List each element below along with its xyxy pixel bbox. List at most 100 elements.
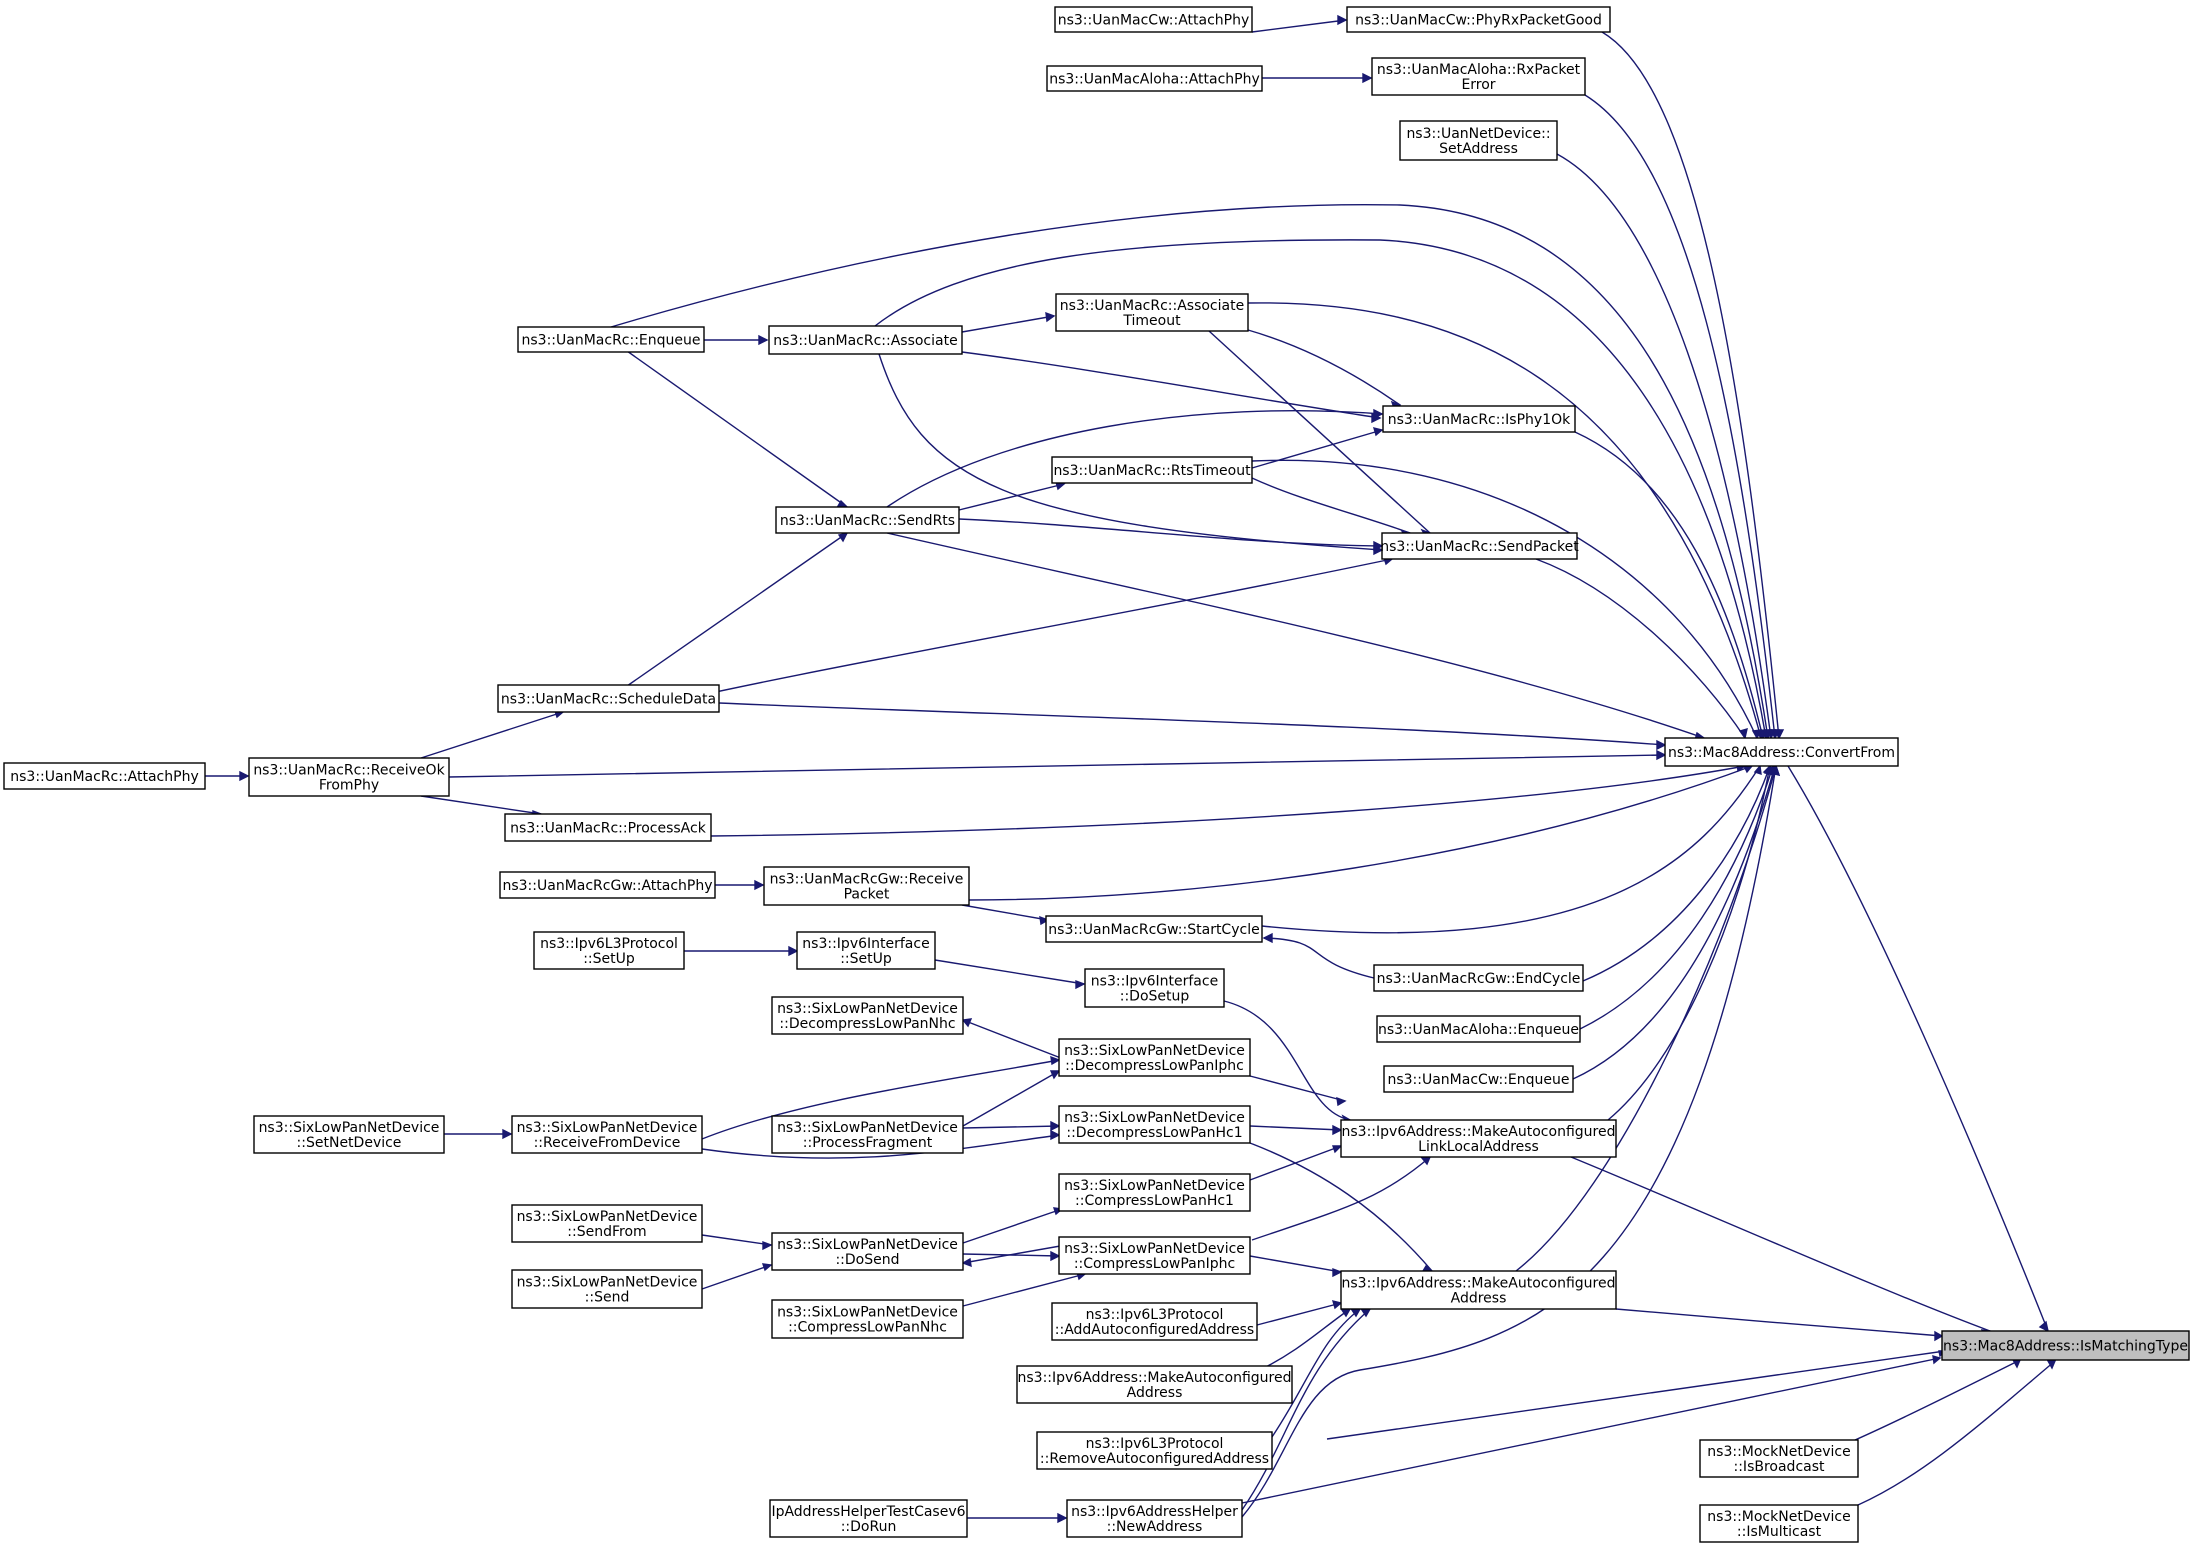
node-label: ns3::SixLowPanNetDevice <box>517 1209 698 1225</box>
node-alattach[interactable]: ns3::UanMacAloha::AttachPhy <box>1046 65 1263 92</box>
node-setnd[interactable]: ns3::SixLowPanNetDevice::SetNetDevice <box>253 1115 445 1154</box>
edge-line <box>968 765 1753 901</box>
node-box <box>1371 57 1586 96</box>
node-box <box>1054 6 1253 33</box>
node-gwend[interactable]: ns3::UanMacRcGw::EndCycle <box>1373 964 1584 992</box>
node-label: ns3::Ipv6Address::MakeAutoconfigured <box>1018 1370 1292 1386</box>
edge-line <box>710 765 1746 837</box>
node-label: ::ReceiveFromDevice <box>534 1135 681 1151</box>
edge-arrowhead <box>239 770 250 782</box>
node-label: ns3::Ipv6Interface <box>1091 974 1218 990</box>
node-label: ::SetNetDevice <box>297 1135 402 1151</box>
call-edge <box>1615 1308 1944 1342</box>
node-isphy[interactable]: ns3::UanMacRc::IsPhy1Ok <box>1382 405 1576 433</box>
node-sendfrom[interactable]: ns3::SixLowPanNetDevice::SendFrom <box>511 1204 703 1243</box>
edge-line <box>1607 765 1771 1121</box>
edge-arrowhead <box>1050 1250 1061 1262</box>
node-nd[interactable]: ns3::UanNetDevice::SetAddress <box>1399 120 1558 161</box>
edge-arrowhead <box>788 945 799 957</box>
node-rtst[interactable]: ns3::UanMacRc::RtsTimeout <box>1051 456 1253 484</box>
call-edge <box>1208 330 1431 541</box>
edge-line <box>1259 1308 1351 1371</box>
node-gwstart[interactable]: ns3::UanMacRcGw::StartCycle <box>1045 915 1263 943</box>
node-enq[interactable]: ns3::UanMacRc::Enqueue <box>517 326 705 353</box>
node-dosend[interactable]: ns3::SixLowPanNetDevice::DoSend <box>771 1232 964 1271</box>
node-recvdev[interactable]: ns3::SixLowPanNetDevice::ReceiveFromDevi… <box>511 1115 703 1154</box>
node-addauto[interactable]: ns3::Ipv6L3Protocol::AddAutoconfiguredAd… <box>1051 1302 1258 1341</box>
node-ifsetup[interactable]: ns3::Ipv6Interface::SetUp <box>796 931 936 970</box>
node-send[interactable]: ns3::SixLowPanNetDevice::Send <box>511 1269 703 1309</box>
node-procack[interactable]: ns3::UanMacRc::ProcessAck <box>504 813 712 842</box>
call-edge <box>934 959 1086 990</box>
edge-line <box>878 353 1383 551</box>
node-box <box>796 931 936 970</box>
call-edge <box>1259 1308 1352 1371</box>
node-mkauto[interactable]: ns3::Ipv6Address::MakeAutoconfiguredAddr… <box>1340 1270 1617 1310</box>
node-cwphyrx[interactable]: ns3::UanMacCw::PhyRxPacketGood <box>1346 6 1611 33</box>
edge-arrowhead <box>1050 1120 1061 1132</box>
node-cwattach[interactable]: ns3::UanMacCw::AttachPhy <box>1054 6 1253 33</box>
node-box <box>775 506 960 534</box>
node-alenq[interactable]: ns3::UanMacAloha::Enqueue <box>1376 1015 1581 1043</box>
call-edge <box>701 1263 773 1290</box>
edge-line <box>718 702 1666 746</box>
edge-line <box>420 711 564 759</box>
node-ifdosetup[interactable]: ns3::Ipv6Interface::DoSetup <box>1084 968 1225 1008</box>
node-label: ns3::SixLowPanNetDevice <box>1064 1043 1245 1059</box>
node-newaddr[interactable]: ns3::Ipv6AddressHelper::NewAddress <box>1066 1499 1243 1538</box>
node-compnhc[interactable]: ns3::SixLowPanNetDevice::CompressLowPanN… <box>771 1299 964 1339</box>
node-mockbc[interactable]: ns3::MockNetDevice::IsBroadcast <box>1699 1439 1859 1478</box>
node-label: ns3::SixLowPanNetDevice <box>517 1120 698 1136</box>
graph-nodes: ns3::Mac8Address::IsMatchingType ns3::Mac… <box>3 6 2190 1543</box>
node-compiphc[interactable]: ns3::SixLowPanNetDevice::CompressLowPanI… <box>1058 1236 1251 1275</box>
node-ipv6l3setup[interactable]: ns3::Ipv6L3Protocol::SetUp <box>533 931 685 970</box>
node-iptest[interactable]: IpAddressHelperTestCasev6::DoRun <box>769 1499 968 1538</box>
node-label: ns3::UanMacRc::Enqueue <box>522 333 701 349</box>
node-mkauto2[interactable]: ns3::Ipv6Address::MakeAutoconfiguredAddr… <box>1016 1365 1293 1404</box>
node-rcattach[interactable]: ns3::UanMacRc::AttachPhy <box>3 762 206 790</box>
node-ismatch[interactable]: ns3::Mac8Address::IsMatchingType <box>1941 1330 2190 1361</box>
node-deciphc[interactable]: ns3::SixLowPanNetDevice::DecompressLowPa… <box>1058 1038 1251 1077</box>
edge-line <box>610 203 1769 739</box>
edge-line <box>961 315 1055 333</box>
node-box <box>1058 1173 1251 1212</box>
edge-line <box>1535 558 1746 739</box>
node-box <box>511 1115 703 1154</box>
node-cwenq[interactable]: ns3::UanMacCw::Enqueue <box>1383 1065 1574 1093</box>
call-edge <box>701 1055 1061 1140</box>
node-label: ns3::SixLowPanNetDevice <box>777 1237 958 1253</box>
edge-line <box>1261 765 1761 934</box>
call-edge <box>1251 427 1384 469</box>
node-mockmc[interactable]: ns3::MockNetDevice::IsMulticast <box>1699 1504 1859 1543</box>
node-label: ns3::UanMacCw::AttachPhy <box>1058 13 1250 29</box>
node-sendrts[interactable]: ns3::UanMacRc::SendRts <box>775 506 960 534</box>
node-dechc1[interactable]: ns3::SixLowPanNetDevice::DecompressLowPa… <box>1058 1105 1251 1144</box>
node-remauto[interactable]: ns3::Ipv6L3Protocol::RemoveAutoconfigure… <box>1036 1431 1273 1470</box>
node-sched[interactable]: ns3::UanMacRc::ScheduleData <box>497 684 720 713</box>
node-label: LinkLocalAddress <box>1418 1139 1539 1155</box>
edge-line <box>1223 1000 1351 1121</box>
node-box <box>1664 737 1899 767</box>
edge-line <box>1570 1156 1991 1332</box>
node-assoc[interactable]: ns3::UanMacRc::Associate <box>768 325 963 355</box>
node-decnhc[interactable]: ns3::SixLowPanNetDevice::DecompressLowPa… <box>771 996 964 1035</box>
node-procfrag[interactable]: ns3::SixLowPanNetDevice::ProcessFragment <box>771 1115 964 1154</box>
node-box <box>1058 1236 1251 1275</box>
node-sendpkt[interactable]: ns3::UanMacRc::SendPacket <box>1380 532 1579 560</box>
node-box <box>499 871 716 899</box>
node-llla[interactable]: ns3::Ipv6Address::MakeAutoconfiguredLink… <box>1340 1119 1617 1158</box>
node-gwattach[interactable]: ns3::UanMacRcGw::AttachPhy <box>499 871 716 899</box>
node-convert[interactable]: ns3::Mac8Address::ConvertFrom <box>1664 737 1899 767</box>
node-label: ns3::UanMacRc::IsPhy1Ok <box>1388 412 1571 428</box>
node-comphc1[interactable]: ns3::SixLowPanNetDevice::CompressLowPanH… <box>1058 1173 1251 1212</box>
edge-line <box>886 410 1383 508</box>
node-label: ns3::UanMacRc::Associate <box>1060 298 1244 314</box>
edge-arrowhead <box>837 531 849 543</box>
call-edge <box>1535 558 1748 740</box>
call-edge <box>626 350 849 508</box>
call-edge <box>961 1018 1067 1061</box>
